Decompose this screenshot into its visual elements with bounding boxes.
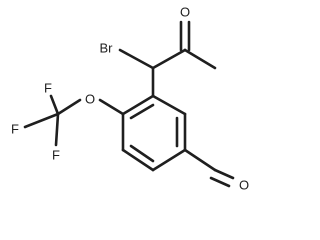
bond-carbonyl-to-methyl [183, 48, 217, 70]
chemical-structure: Br O O F F F O [11, 5, 249, 193]
atom-label-o-aldehyde: O [239, 178, 249, 193]
ring-bonds [121, 94, 187, 172]
ether-bonds [23, 94, 125, 147]
bond-ring-to-oxygen [98, 98, 125, 116]
bond-c-to-f-bottom [54, 112, 60, 147]
bond-c1-c2 [121, 94, 155, 116]
bond-c5-c6 [121, 148, 155, 172]
bond-c4-c5 [151, 148, 187, 172]
bond-ch-to-br [118, 48, 155, 70]
atom-label-o-ether: O [85, 92, 95, 107]
atom-label-f-left: F [11, 122, 19, 137]
aromatic-inner-bond-a [129, 103, 155, 120]
atom-label-br: Br [100, 41, 114, 56]
side-chain-bonds [118, 20, 217, 98]
bond-c-to-f-top [49, 94, 60, 116]
atom-label-o-ketone: O [180, 5, 190, 20]
bond-c2-c3 [151, 94, 187, 116]
atom-label-f-top: F [44, 81, 52, 96]
aldehyde-bonds [183, 148, 235, 188]
bond-ch-to-carbonyl [151, 48, 187, 70]
bond-c-to-f-left [23, 112, 60, 129]
atom-labels: Br O O F F F O [11, 5, 249, 193]
atom-label-f-bottom: F [52, 148, 60, 163]
bond-oxygen-to-cf3 [56, 98, 82, 116]
aldehyde-double-bond-b [209, 176, 231, 188]
aldehyde-double-bond-a [213, 168, 235, 180]
aromatic-inner-bond-c [129, 144, 155, 163]
bond-ring-to-aldehyde [183, 148, 217, 172]
